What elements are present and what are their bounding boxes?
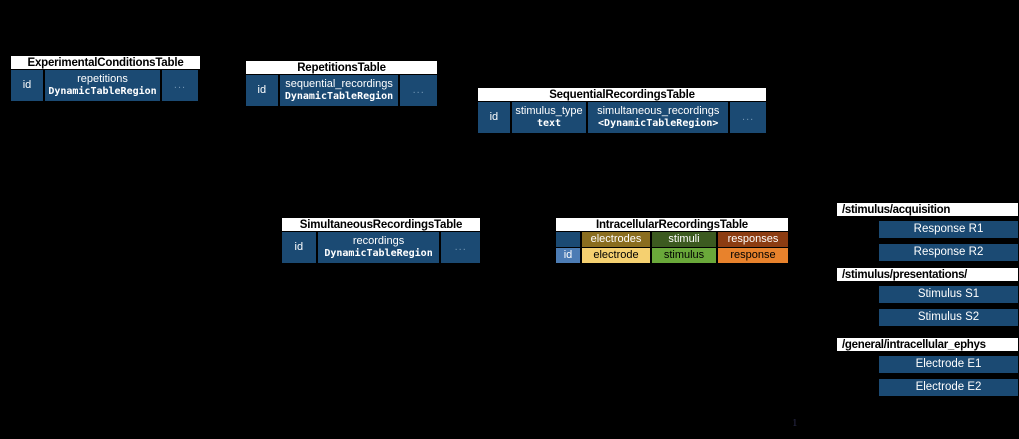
category-stimuli: stimuli [652, 232, 718, 247]
table-title: SimultaneousRecordingsTable [281, 217, 481, 232]
sequential-recordings-table: SequentialRecordingsTable id stimulus_ty… [477, 87, 767, 134]
column-type: DynamicTableRegion [324, 248, 433, 259]
table-columns-row: id repetitions DynamicTableRegion ... [10, 70, 201, 102]
column-simultaneous-recordings: simultaneous_recordings <DynamicTableReg… [588, 102, 731, 133]
column-response: response [718, 248, 788, 263]
category-label: responses [727, 233, 779, 245]
column-id: id [11, 70, 45, 101]
object-stimulus-s1: Stimulus S1 [878, 285, 1019, 304]
intracellular-recordings-table: IntracellularRecordingsTable electrodes … [555, 217, 789, 264]
column-name: ... [173, 79, 187, 91]
column-ellipsis: ... [400, 75, 437, 106]
group-path-label: /stimulus/acquisition [836, 202, 1019, 217]
table-columns-row: id stimulus_type text simultaneous_recor… [477, 102, 767, 134]
table-title: SequentialRecordingsTable [477, 87, 767, 102]
stimulus-acquisition-group: /stimulus/acquisition Response R1 Respon… [836, 202, 1019, 262]
column-id: id [556, 248, 582, 263]
column-id: id [246, 75, 280, 106]
column-ellipsis: ... [162, 70, 198, 101]
column-name: recordings [352, 235, 405, 247]
column-stimulus-type: stimulus_type text [511, 102, 589, 133]
object-electrode-e2: Electrode E2 [878, 378, 1019, 397]
column-name: simultaneous_recordings [597, 105, 720, 117]
category-label: electrodes [590, 233, 642, 245]
object-response-r2: Response R2 [878, 243, 1019, 262]
column-type: DynamicTableRegion [284, 91, 394, 102]
column-name: response [730, 249, 776, 261]
category-label: stimuli [668, 233, 700, 245]
object-response-r1: Response R1 [878, 220, 1019, 239]
category-row: electrodes stimuli responses [555, 232, 789, 248]
page-number: 1 [792, 417, 798, 429]
column-name: id [257, 84, 267, 96]
column-sequential-recordings: sequential_recordings DynamicTableRegion [279, 75, 401, 106]
column-type: DynamicTableRegion [48, 86, 157, 97]
column-name: id [294, 241, 304, 253]
table-title: IntracellularRecordingsTable [555, 217, 789, 232]
column-name: repetitions [77, 73, 128, 85]
column-recordings: recordings DynamicTableRegion [317, 232, 442, 263]
column-name: ... [742, 111, 755, 123]
object-label: Electrode E1 [915, 358, 982, 370]
column-name: id [489, 111, 499, 123]
object-label: Response R1 [913, 223, 984, 235]
column-id: id [478, 102, 512, 133]
column-type: text [536, 118, 562, 129]
column-name: sequential_recordings [285, 78, 393, 90]
column-repetitions: repetitions DynamicTableRegion [45, 70, 162, 101]
column-row: id electrode stimulus response [555, 248, 789, 264]
column-electrode: electrode [582, 248, 652, 263]
column-name: stimulus_type [515, 105, 583, 117]
column-type: <DynamicTableRegion> [598, 118, 719, 129]
group-path-label: /general/intracellular_ephys [836, 337, 1019, 352]
repetitions-table: RepetitionsTable id sequential_recording… [245, 60, 438, 107]
column-name: stimulus [663, 249, 705, 261]
column-ellipsis: ... [441, 232, 481, 263]
general-intracellular-ephys-group: /general/intracellular_ephys Electrode E… [836, 337, 1019, 397]
category-electrodes: electrodes [582, 232, 652, 247]
column-name: id [563, 249, 573, 261]
object-label: Stimulus S1 [917, 288, 980, 300]
simultaneous-recordings-table: SimultaneousRecordingsTable id recording… [281, 217, 481, 264]
group-path-label: /stimulus/presentations/ [836, 267, 1019, 282]
table-title: ExperimentalConditionsTable [10, 55, 201, 70]
column-stimulus: stimulus [652, 248, 718, 263]
column-id: id [282, 232, 318, 263]
object-label: Stimulus S2 [917, 311, 980, 323]
table-title: RepetitionsTable [245, 60, 438, 75]
column-name: id [22, 79, 32, 91]
category-blank [556, 232, 582, 247]
category-responses: responses [718, 232, 788, 247]
stimulus-presentations-group: /stimulus/presentations/ Stimulus S1 Sti… [836, 267, 1019, 327]
object-stimulus-s2: Stimulus S2 [878, 308, 1019, 327]
object-label: Response R2 [913, 246, 984, 258]
column-name: electrode [593, 249, 639, 261]
table-columns-row: id recordings DynamicTableRegion ... [281, 232, 481, 264]
table-columns-row: id sequential_recordings DynamicTableReg… [245, 75, 438, 107]
column-ellipsis: ... [730, 102, 766, 133]
column-name: ... [454, 241, 467, 253]
column-name: ... [412, 84, 425, 96]
object-label: Electrode E2 [915, 381, 982, 393]
experimental-conditions-table: ExperimentalConditionsTable id repetitio… [10, 55, 201, 102]
object-electrode-e1: Electrode E1 [878, 355, 1019, 374]
